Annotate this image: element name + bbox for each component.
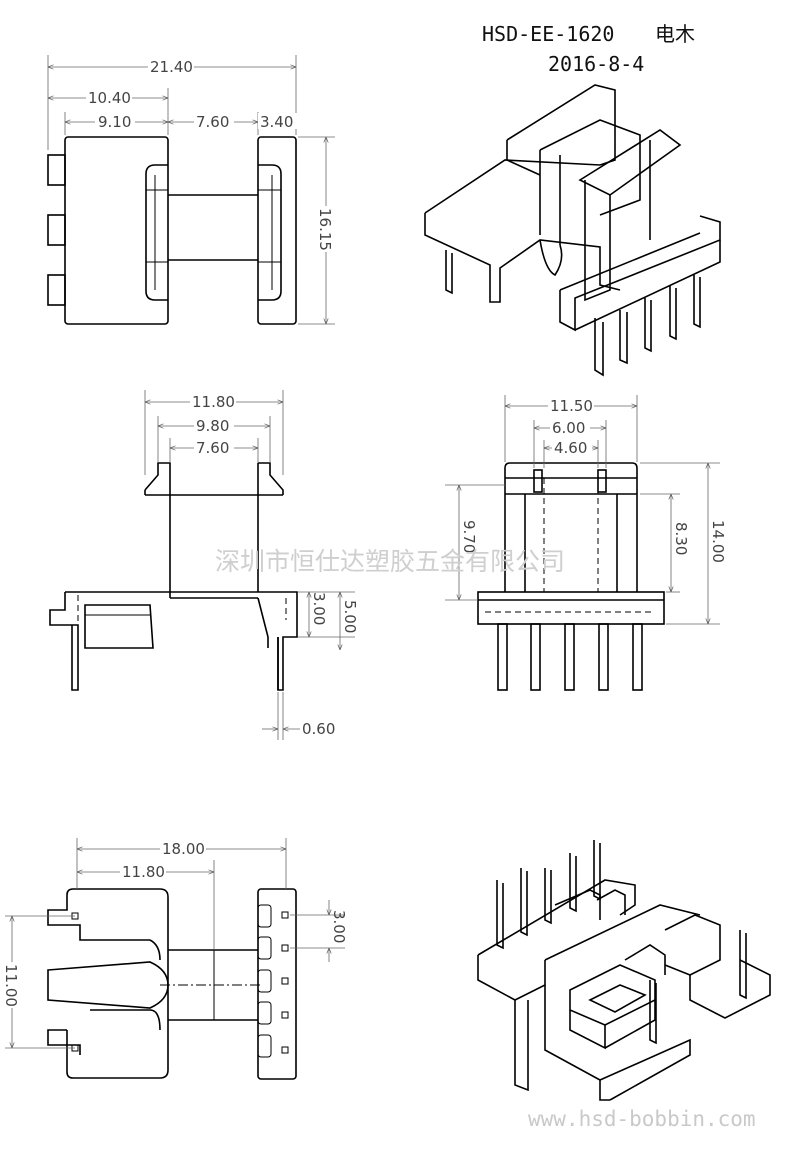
dim-right-flange: 3.40 <box>260 113 293 131</box>
dim-height: 16.15 <box>316 208 334 251</box>
dim-bottom-pitch: 3.00 <box>330 910 348 943</box>
dim-front-outer: 11.80 <box>192 393 235 411</box>
dim-left-flange: 9.10 <box>98 113 131 131</box>
dim-pin-width: 0.60 <box>302 720 335 738</box>
dim-front-base: 3.00 <box>310 592 328 625</box>
dim-side-window: 6.00 <box>552 419 585 437</box>
dim-overall-width: 21.40 <box>150 58 193 76</box>
dim-left-part: 10.40 <box>88 89 131 107</box>
bottom-view: 18.00 11.80 11.00 3.00 <box>2 838 348 1080</box>
dim-front-pinzone: 5.00 <box>341 600 359 633</box>
dim-side-width: 11.50 <box>550 397 593 415</box>
dim-side-center: 4.60 <box>554 439 587 457</box>
dim-front-core: 7.60 <box>196 439 229 457</box>
title-block: HSD-EE-1620 电木 2016-8-4 <box>482 22 695 76</box>
top-view: 21.40 10.40 9.10 7.60 3.40 16.15 <box>47 55 335 325</box>
watermark-company: 深圳市恒仕达塑胶五金有限公司 <box>215 547 565 576</box>
dim-bottom-left: 11.80 <box>122 863 165 881</box>
side-view: 11.50 6.00 4.60 9.70 8.30 14.00 <box>445 395 727 691</box>
front-view: 11.80 9.80 7.60 3.00 5.00 0.60 <box>49 390 359 740</box>
dim-bottom-height: 11.00 <box>2 964 20 1007</box>
dim-bottom-overall: 18.00 <box>162 840 205 858</box>
dim-side-overall-height: 14.00 <box>709 520 727 563</box>
dim-gap: 7.60 <box>196 113 229 131</box>
dim-side-left-height: 9.70 <box>460 520 478 553</box>
drawing-date: 2016-8-4 <box>548 52 644 76</box>
dim-front-inner: 9.80 <box>196 417 229 435</box>
dim-side-window-height: 8.30 <box>672 522 690 555</box>
part-number: HSD-EE-1620 <box>482 22 614 46</box>
watermark-site: www.hsd-bobbin.com <box>528 1107 756 1131</box>
material-label: 电木 <box>655 22 695 46</box>
iso-view-top <box>424 84 721 377</box>
iso-view-bottom <box>477 840 771 1101</box>
